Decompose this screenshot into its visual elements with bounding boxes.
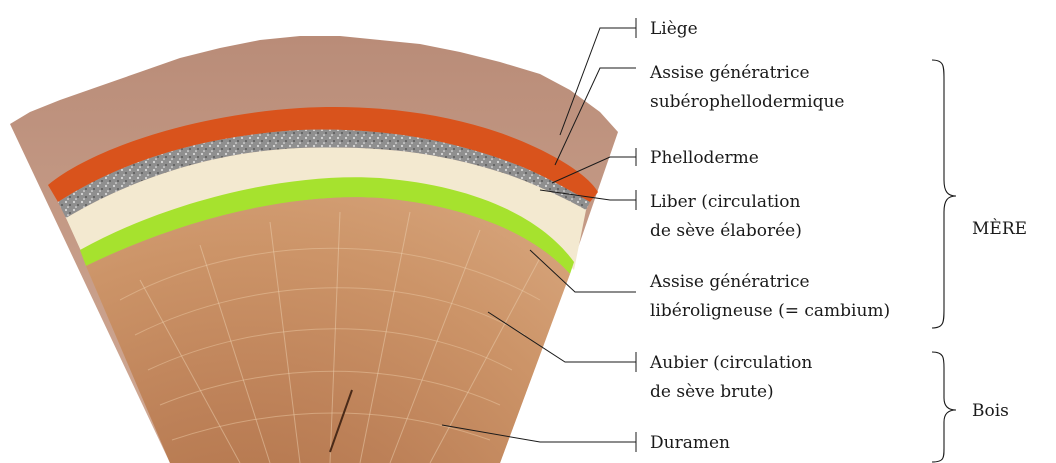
- brace-bois: [932, 352, 956, 462]
- label-aubier-2: de sève brute): [650, 382, 774, 402]
- label-liber-2: de sève élaborée): [650, 221, 802, 241]
- label-assise-lib-2: libéroligneuse (= cambium): [650, 301, 890, 321]
- label-aubier-1: Aubier (circulation: [649, 353, 812, 373]
- group-label-mere: MÈRE: [972, 218, 1027, 239]
- group-label-bois: Bois: [972, 401, 1009, 421]
- labels: Liège Assise génératrice subérophelloder…: [649, 19, 890, 453]
- braces: MÈRE Bois: [932, 60, 1027, 462]
- wood-layer: [86, 197, 570, 463]
- label-assise-lib-1: Assise génératrice: [649, 272, 810, 292]
- label-liege: Liège: [650, 19, 698, 39]
- label-duramen: Duramen: [650, 433, 730, 453]
- label-assise-sub-1: Assise génératrice: [649, 63, 810, 83]
- label-phelloderme: Phelloderme: [650, 148, 759, 168]
- brace-mere: [932, 60, 956, 328]
- trunk-wedge: [10, 36, 618, 463]
- label-assise-sub-2: subérophellodermique: [650, 92, 845, 112]
- label-liber-1: Liber (circulation: [650, 192, 800, 212]
